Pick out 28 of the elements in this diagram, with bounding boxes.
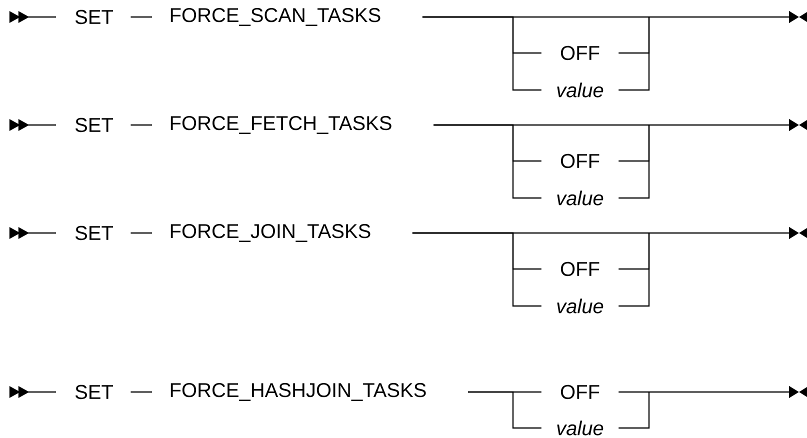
connector-line — [412, 232, 542, 307]
keyword: SET — [75, 384, 113, 400]
keyword: SET — [75, 118, 113, 132]
option-value: OFF — [560, 384, 600, 400]
keyword: SET — [75, 10, 113, 24]
option-value: value — [557, 190, 604, 206]
parameter-name: FORCE_HASHJOIN_TASKS — [170, 383, 426, 401]
option-value: OFF — [560, 154, 600, 168]
connector-line — [468, 391, 542, 429]
connector-line — [130, 16, 152, 18]
connector-line — [130, 124, 152, 126]
parameter-name: FORCE_SCAN_TASKS — [170, 8, 380, 26]
option-value: OFF — [560, 46, 600, 60]
parameter-name: FORCE_JOIN_TASKS — [170, 224, 370, 242]
option-value: value — [557, 420, 604, 436]
connector-line — [422, 16, 542, 91]
parameter-name: FORCE_FETCH_TASKS — [170, 116, 392, 134]
connector-line — [130, 232, 152, 234]
connector-line — [618, 392, 650, 429]
connector-line — [434, 124, 542, 199]
option-value: OFF — [560, 262, 600, 276]
connector-line — [618, 233, 650, 307]
keyword: SET — [75, 226, 113, 240]
option-value: value — [557, 298, 604, 314]
connector-line — [618, 17, 650, 91]
connector-line — [618, 125, 650, 199]
option-value: value — [557, 82, 604, 98]
connector-line — [130, 391, 152, 393]
